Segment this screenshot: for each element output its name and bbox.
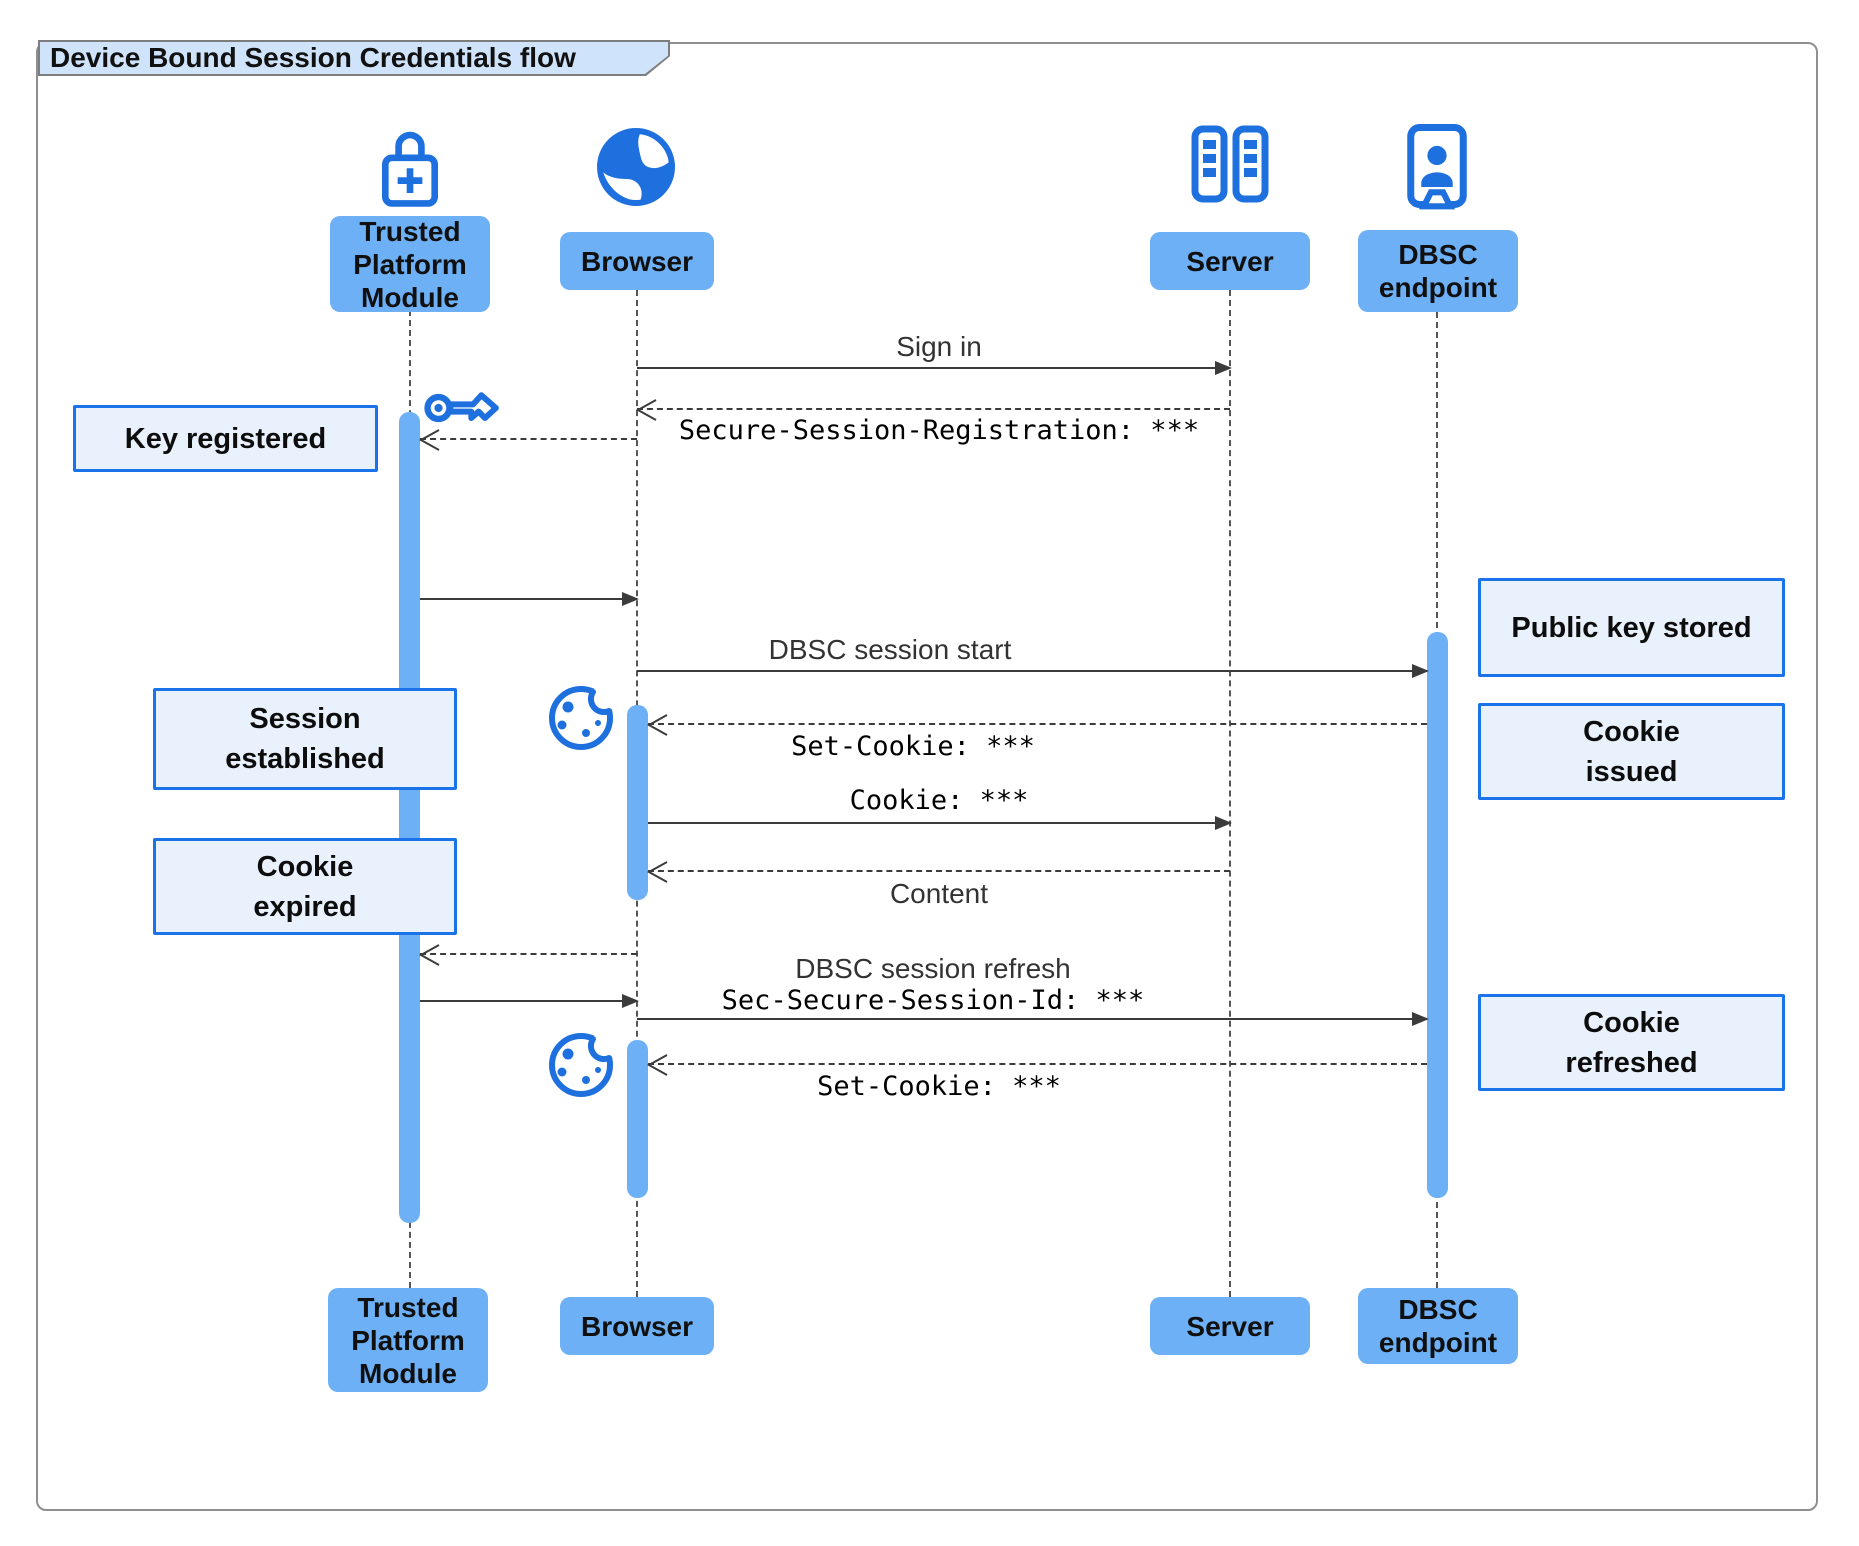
message-label: Set-Cookie: ***	[817, 1071, 1061, 1102]
globe-icon	[597, 128, 675, 206]
participant-dbsc-bottom: DBSC endpoint	[1358, 1288, 1518, 1364]
arrowhead-icon	[1215, 816, 1232, 830]
lock-plus-icon	[381, 131, 439, 207]
message-arrow-session-registration	[635, 399, 1230, 421]
arrowhead-icon	[622, 994, 639, 1008]
message-label: Sec-Secure-Session-Id: ***	[721, 985, 1145, 1016]
cookie-icon	[549, 1025, 619, 1097]
arrowhead-icon	[646, 861, 668, 883]
message-arrow-request-proof	[418, 944, 637, 966]
message-arrow-set-cookie-1	[646, 714, 1427, 736]
participant-server-bottom: Server	[1150, 1297, 1310, 1355]
participant-tpm-top: Trusted Platform Module	[330, 216, 490, 313]
arrowhead-icon	[418, 429, 440, 451]
arrowhead-icon	[635, 399, 657, 421]
message-label: Set-Cookie: ***	[791, 731, 1035, 762]
activation-browser-1	[627, 705, 648, 900]
arrowhead-icon	[1215, 361, 1232, 375]
arrowhead-icon	[1412, 664, 1429, 678]
message-label: DBSC session start	[768, 634, 1012, 665]
arrowhead-icon	[1412, 1012, 1429, 1026]
message-arrow-key-ready	[420, 592, 639, 606]
participant-tpm-bottom: Trusted Platform Module	[328, 1288, 488, 1392]
participant-browser-bottom: Browser	[560, 1297, 714, 1355]
message-arrow-sign-in	[637, 361, 1232, 375]
id-badge-icon	[1407, 124, 1467, 210]
message-arrow-register-key	[418, 429, 637, 451]
message-arrow-dbsc-session-start	[637, 664, 1429, 678]
note-session-established: Session established	[153, 688, 457, 790]
message-label: DBSC session refresh	[795, 953, 1071, 984]
activation-tpm	[399, 412, 420, 1223]
diagram-title: Device Bound Session Credentials flow	[40, 42, 668, 74]
message-label: Sign in	[896, 331, 982, 362]
server-rack-icon	[1191, 125, 1269, 203]
cookie-icon	[549, 678, 619, 750]
message-arrow-cookie	[648, 816, 1232, 830]
participant-dbsc-top: DBSC endpoint	[1358, 230, 1518, 312]
participant-browser-top: Browser	[560, 232, 714, 290]
note-public-key-stored: Public key stored	[1478, 578, 1785, 677]
lifeline-server	[1229, 290, 1231, 1297]
participant-server-top: Server	[1150, 232, 1310, 290]
diagram-title-tab: Device Bound Session Credentials flow	[38, 40, 670, 76]
note-cookie-issued: Cookie issued	[1478, 703, 1785, 800]
message-arrow-dbsc-session-refresh	[637, 1012, 1429, 1026]
key-icon	[424, 392, 499, 423]
arrowhead-icon	[622, 592, 639, 606]
note-cookie-expired: Cookie expired	[153, 838, 457, 935]
arrowhead-icon	[646, 714, 668, 736]
message-arrow-set-cookie-2	[646, 1054, 1427, 1076]
arrowhead-icon	[418, 944, 440, 966]
activation-dbsc	[1427, 632, 1448, 1198]
arrowhead-icon	[646, 1054, 668, 1076]
activation-browser-2	[627, 1040, 648, 1198]
note-cookie-refreshed: Cookie refreshed	[1478, 994, 1785, 1091]
message-label: Content	[889, 878, 989, 909]
note-key-registered: Key registered	[73, 405, 378, 472]
message-arrow-content	[646, 861, 1230, 883]
message-arrow-proof-ready	[420, 994, 639, 1008]
message-label: Cookie: ***	[849, 785, 1029, 816]
message-label: Secure-Session-Registration: ***	[678, 415, 1200, 446]
